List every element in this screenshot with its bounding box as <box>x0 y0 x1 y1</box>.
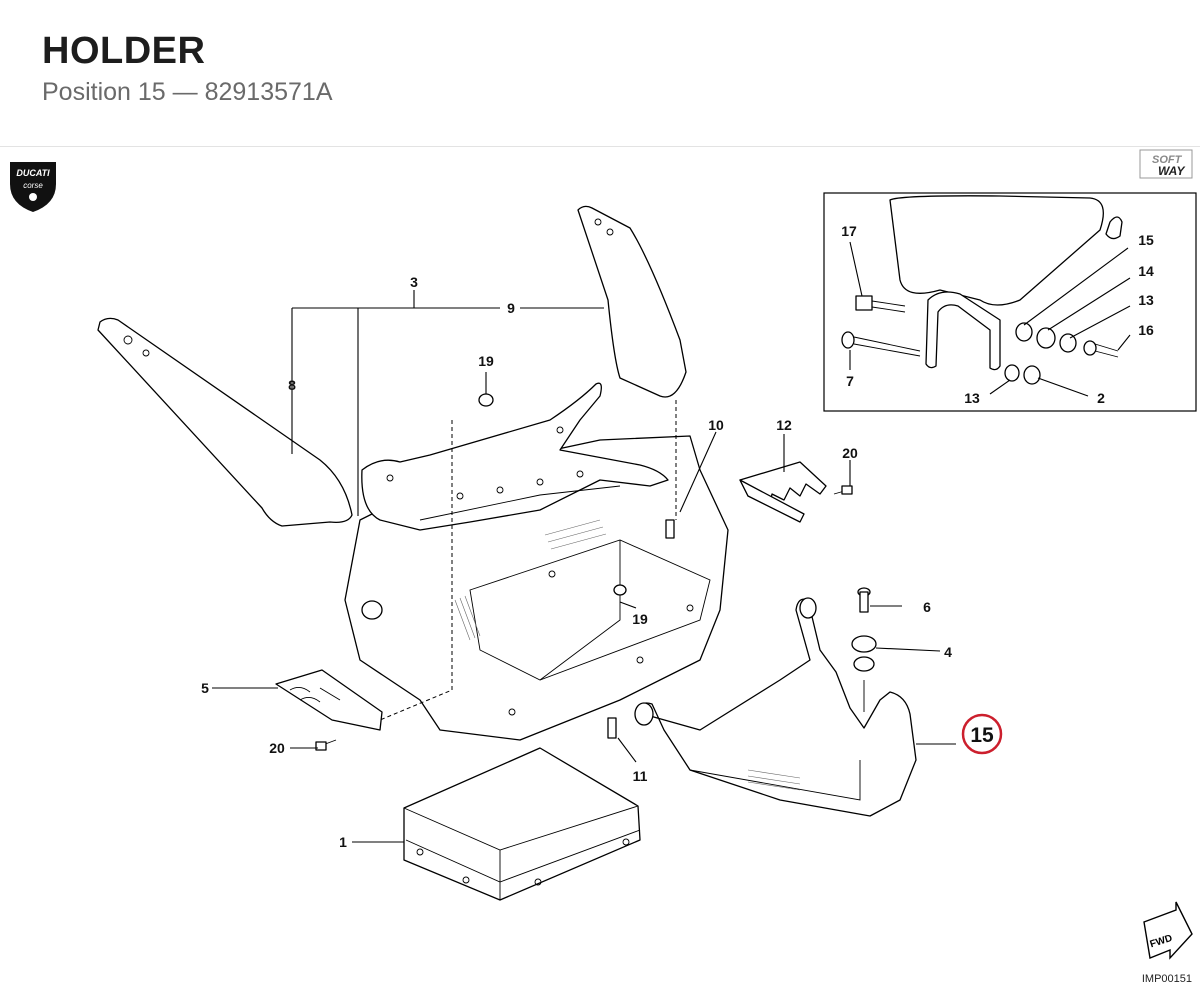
callout-9: 9 <box>507 300 515 316</box>
callout-5: 5 <box>201 680 209 696</box>
fin-part-9 <box>577 205 687 398</box>
leader-lines <box>212 290 956 843</box>
page-subtitle: Position 15 — 82913571A <box>42 78 333 106</box>
callout-20-left: 20 <box>269 740 285 756</box>
fasteners <box>315 393 853 751</box>
callout-20-right: 20 <box>842 445 858 461</box>
callout-7: 7 <box>846 373 854 389</box>
callout-11: 11 <box>633 768 648 784</box>
callout-13-inset-b: 13 <box>964 390 980 406</box>
callout-8: 8 <box>288 377 296 393</box>
callout-14: 14 <box>1138 263 1154 279</box>
callout-19-top: 19 <box>478 353 494 369</box>
main-holder-body <box>344 382 729 741</box>
callout-10: 10 <box>708 417 724 433</box>
logo-text-soft: SOFT <box>1152 154 1183 166</box>
page-header: HOLDER Position 15 — 82913571A <box>0 0 1200 147</box>
callout-18: 17 <box>841 223 857 239</box>
logo-text-ducati: DUCATI <box>16 168 50 178</box>
callout-labels: 17 15 14 13 16 7 13 2 3 9 8 19 10 12 20 … <box>201 223 1154 850</box>
callout-16: 15 <box>1138 232 1154 248</box>
callout-6: 6 <box>923 599 931 615</box>
logo-text-corse: corse <box>23 181 43 190</box>
page-title: HOLDER <box>42 30 206 72</box>
soft-way-logo: SOFT WAY <box>1139 149 1193 179</box>
ducati-corse-logo: DUCATI corse <box>10 162 56 212</box>
callout-12: 12 <box>776 417 792 433</box>
fwd-arrow-icon: FWD <box>1143 901 1193 960</box>
callout-19-center: 19 <box>632 611 648 627</box>
logo-text-way: WAY <box>1158 164 1185 178</box>
callout-13-inset-a: 13 <box>1138 292 1154 308</box>
callout-4: 4 <box>944 644 952 660</box>
callout-3: 3 <box>410 274 418 290</box>
strap-part-8 <box>97 317 353 527</box>
hardware-parts-4-6 <box>851 587 877 712</box>
callout-1: 1 <box>339 834 347 850</box>
highlight-callout-15: 15 <box>961 713 1003 755</box>
callout-17: 16 <box>1138 322 1154 338</box>
callout-15: 15 <box>970 724 994 747</box>
bracket-part-12 <box>739 461 827 523</box>
control-unit-part-1 <box>403 747 641 901</box>
inset-detail <box>823 192 1197 412</box>
holder-part-15 <box>634 597 917 817</box>
callout-2: 2 <box>1097 390 1105 406</box>
image-code: IMP00151 <box>1141 973 1192 985</box>
bracket-part-5 <box>275 669 383 731</box>
